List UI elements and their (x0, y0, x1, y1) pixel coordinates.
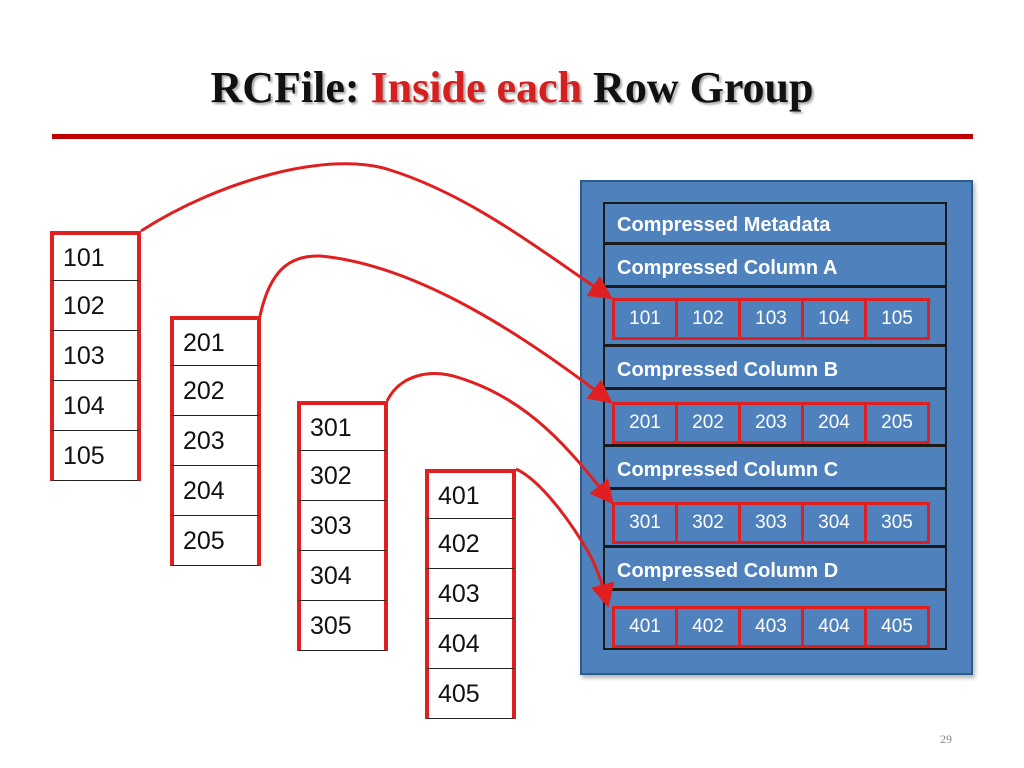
column-a-cells: 101 102 103 104 105 (612, 298, 930, 340)
column-a-bar: Compressed Column A (605, 248, 945, 288)
packed-cell: 304 (804, 505, 867, 541)
stack-cell: 304 (297, 551, 388, 601)
stack-cell: 301 (297, 401, 388, 451)
stack-cell: 405 (425, 669, 516, 719)
column-c-bar: Compressed Column C (605, 450, 945, 490)
column-b-bar: Compressed Column B (605, 350, 945, 390)
stack-cell: 303 (297, 501, 388, 551)
column-b-stack: 201 202 203 204 205 (170, 316, 261, 566)
packed-cell: 105 (881, 308, 913, 329)
packed-cell: 204 (804, 405, 867, 441)
title-divider (52, 134, 973, 139)
stack-cell: 104 (50, 381, 141, 431)
arrow-column-a (140, 162, 613, 300)
packed-cell: 404 (804, 609, 867, 645)
arrow-column-c (385, 372, 614, 505)
metadata-bar: Compressed Metadata (605, 205, 945, 245)
packed-cell: 203 (741, 405, 804, 441)
stack-cell: 101 (50, 231, 141, 281)
column-d-bar: Compressed Column D (605, 551, 945, 591)
packed-cell: 401 (615, 609, 678, 645)
stack-cell: 105 (50, 431, 141, 481)
packed-cell: 202 (678, 405, 741, 441)
title-accent: Inside each (370, 63, 583, 112)
stack-cell: 305 (297, 601, 388, 651)
packed-cell: 101 (615, 301, 678, 337)
column-c-cells: 301 302 303 304 305 (612, 502, 930, 544)
stack-cell: 205 (170, 516, 261, 566)
column-b-cells: 201 202 203 204 205 (612, 402, 930, 444)
arrow-column-d (515, 467, 615, 608)
packed-cell: 301 (615, 505, 678, 541)
stack-cell: 402 (425, 519, 516, 569)
packed-cell: 205 (881, 412, 913, 433)
title-suffix: Row Group (582, 63, 814, 112)
column-c-stack: 301 302 303 304 305 (297, 401, 388, 651)
packed-cell: 402 (678, 609, 741, 645)
packed-cell: 405 (881, 616, 913, 637)
slide-title: RCFile: Inside each Row Group (0, 62, 1024, 113)
arrow-column-b (258, 254, 613, 404)
packed-cell: 403 (741, 609, 804, 645)
packed-cell: 305 (881, 512, 913, 533)
stack-cell: 204 (170, 466, 261, 516)
page-number: 29 (940, 732, 952, 746)
column-d-cells: 401 402 403 404 405 (612, 606, 930, 648)
stack-cell: 403 (425, 569, 516, 619)
packed-cell: 102 (678, 301, 741, 337)
stack-cell: 404 (425, 619, 516, 669)
packed-cell: 103 (741, 301, 804, 337)
stack-cell: 302 (297, 451, 388, 501)
packed-cell: 303 (741, 505, 804, 541)
packed-cell: 302 (678, 505, 741, 541)
title-prefix: RCFile: (210, 63, 371, 112)
column-a-stack: 101 102 103 104 105 (50, 231, 141, 481)
stack-cell: 103 (50, 331, 141, 381)
packed-cell: 201 (615, 405, 678, 441)
packed-cell: 104 (804, 301, 867, 337)
column-d-stack: 401 402 403 404 405 (425, 469, 516, 719)
stack-cell: 203 (170, 416, 261, 466)
stack-cell: 202 (170, 366, 261, 416)
stack-cell: 401 (425, 469, 516, 519)
stack-cell: 102 (50, 281, 141, 331)
stack-cell: 201 (170, 316, 261, 366)
